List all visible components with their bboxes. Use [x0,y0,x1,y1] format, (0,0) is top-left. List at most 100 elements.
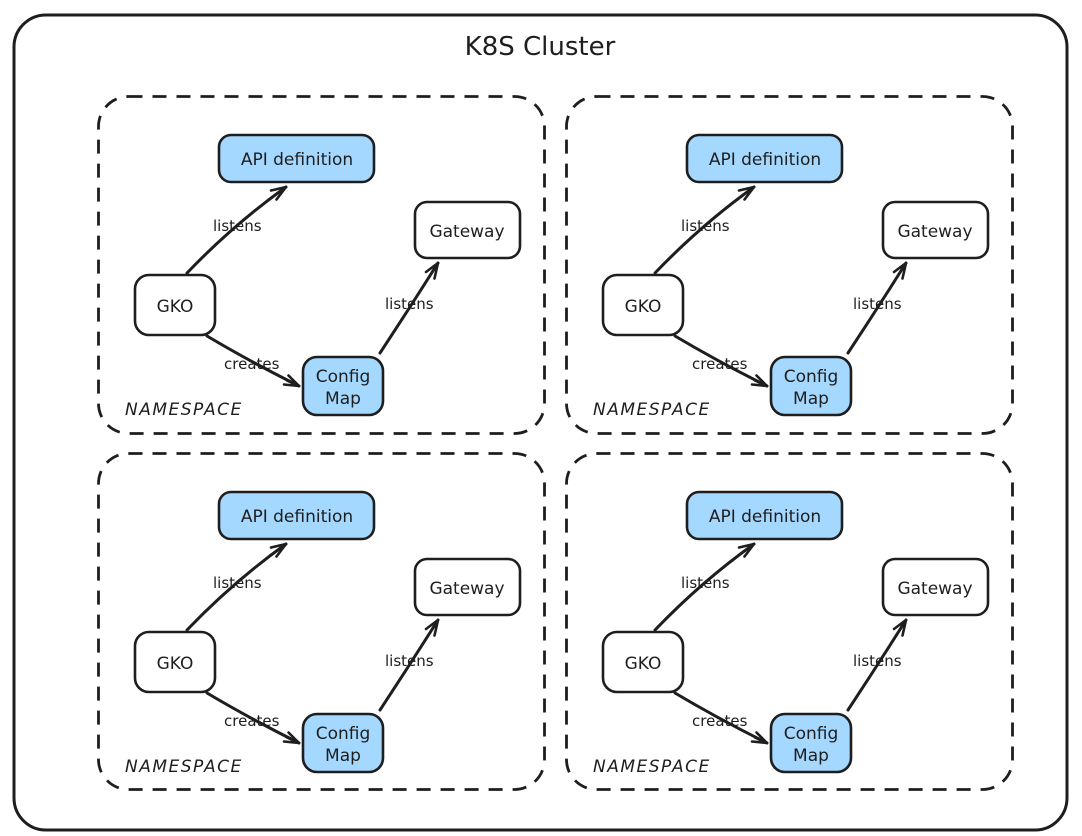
api-definition-label: API definition [709,150,821,170]
namespace-border [565,452,1014,791]
arrowhead-icon [269,542,288,558]
gko-label: GKO [157,297,194,317]
gko-node: GKO [133,630,217,694]
gko-shape [601,273,685,337]
namespace-label: NAMESPACE [125,757,243,777]
config-map-shape [301,355,385,417]
api-definition-shape [685,133,844,184]
config-map-shape [301,712,385,774]
api-definition-shape [685,490,844,541]
arrow-line [378,618,440,712]
arrowhead-icon [424,261,440,280]
edge-config-map-to-gateway: listens [378,618,440,712]
namespace-box-1: listens creates listens API definition G… [97,95,546,435]
cluster-title: K8S Cluster [465,32,616,62]
arrowhead-icon [282,731,301,745]
edge-config-map-to-gateway: listens [846,618,908,712]
api-definition-node: API definition [217,133,376,184]
gateway-shape [413,557,522,617]
config-map-label-line1: Config [316,724,371,744]
namespace-border [97,95,546,435]
gko-label: GKO [157,654,194,674]
edge-label-listens: listens [681,574,730,592]
config-map-label-line1: Config [784,367,839,387]
edge-gko-to-config-map: creates [673,691,769,745]
config-map-node: Config Map [301,712,385,774]
arrow-line [185,185,288,275]
gateway-label: Gateway [429,579,504,599]
gko-label: GKO [625,297,662,317]
config-map-node: Config Map [301,355,385,417]
config-map-label-line2: Map [793,746,829,766]
config-map-shape [769,712,853,774]
config-map-label-line2: Map [325,389,361,409]
edge-gko-to-api-definition: listens [185,185,288,275]
arrowhead-icon [892,618,908,637]
namespace-box-4: listens creates listens API definition G… [565,452,1014,791]
edge-gko-to-api-definition: listens [653,542,756,632]
gateway-node: Gateway [881,200,990,260]
arrow-line [653,185,756,275]
api-definition-label: API definition [709,507,821,527]
api-definition-label: API definition [241,507,353,527]
namespace-border [565,95,1014,435]
config-map-label-line1: Config [784,724,839,744]
arrow-line [846,261,908,355]
config-map-label-line1: Config [316,367,371,387]
api-definition-label: API definition [241,150,353,170]
cluster-border [12,13,1069,832]
config-map-label-line2: Map [793,389,829,409]
gateway-shape [881,200,990,260]
gateway-label: Gateway [897,579,972,599]
edge-label-listens: listens [385,652,434,670]
edge-label-creates: creates [224,712,280,730]
api-definition-node: API definition [685,133,844,184]
arrowhead-icon [892,261,908,280]
arrowhead-icon [750,731,769,745]
api-definition-shape [217,133,376,184]
edge-config-map-to-gateway: listens [378,261,440,355]
namespace-box-2: listens creates listens API definition G… [565,95,1014,435]
edge-label-creates: creates [692,712,748,730]
config-map-shape [769,355,853,417]
arrowhead-icon [282,374,301,388]
namespace-border [97,452,546,791]
edge-label-listens: listens [385,295,434,313]
arrowhead-icon [737,185,756,201]
api-definition-node: API definition [217,490,376,541]
gateway-label: Gateway [897,222,972,242]
gateway-node: Gateway [413,200,522,260]
arrow-line [185,542,288,632]
gateway-shape [413,200,522,260]
gko-node: GKO [601,273,685,337]
arrowhead-icon [269,185,288,201]
gko-shape [133,273,217,337]
api-definition-node: API definition [685,490,844,541]
edge-label-listens: listens [681,217,730,235]
edge-gko-to-api-definition: listens [653,185,756,275]
gko-label: GKO [625,654,662,674]
arrow-line [378,261,440,355]
config-map-node: Config Map [769,712,853,774]
config-map-node: Config Map [769,355,853,417]
namespace-label: NAMESPACE [593,757,711,777]
edge-gko-to-api-definition: listens [185,542,288,632]
gateway-node: Gateway [413,557,522,617]
gateway-shape [881,557,990,617]
gateway-label: Gateway [429,222,504,242]
edge-label-listens: listens [853,295,902,313]
gateway-node: Gateway [881,557,990,617]
edge-label-creates: creates [692,355,748,373]
edge-label-listens: listens [213,574,262,592]
gko-node: GKO [601,630,685,694]
namespace-label: NAMESPACE [125,400,243,420]
arrowhead-icon [750,374,769,388]
edge-gko-to-config-map: creates [205,691,301,745]
api-definition-shape [217,490,376,541]
gko-shape [601,630,685,694]
namespace-label: NAMESPACE [593,400,711,420]
config-map-label-line2: Map [325,746,361,766]
arrow-line [653,542,756,632]
edge-gko-to-config-map: creates [673,334,769,388]
